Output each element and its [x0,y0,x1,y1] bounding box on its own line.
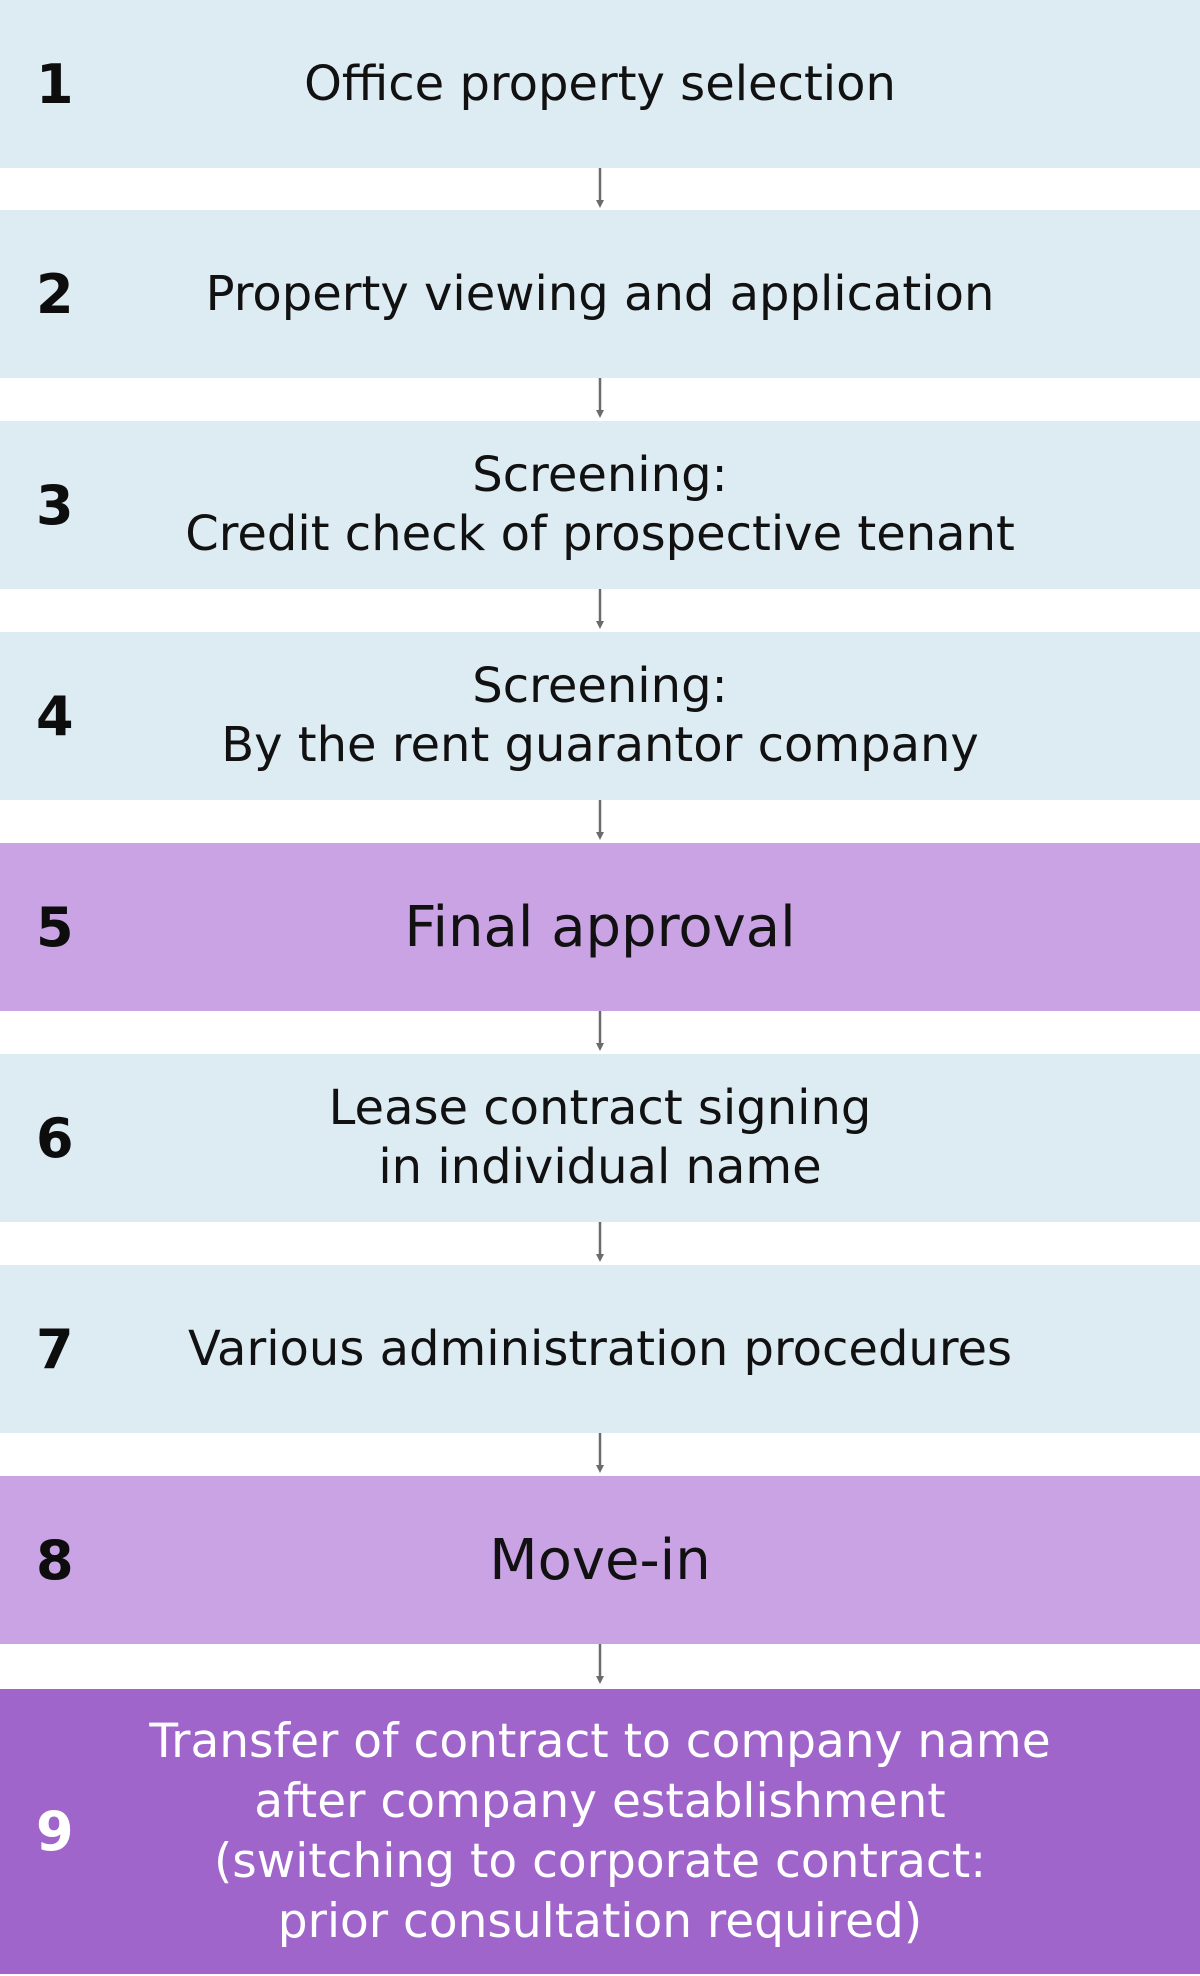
step-8: 8 Move-in [0,1476,1200,1644]
step-3: 3 Screening: Credit check of prospective… [0,421,1200,589]
step-label-line: Various administration procedures [187,1320,1013,1377]
down-arrow-icon [596,1222,604,1264]
step-1: 1 Office property selection [0,0,1200,168]
down-arrow-icon [596,589,604,631]
step-label-line: Lease contract signing [328,1080,872,1136]
step-label-line: in individual name [378,1139,822,1195]
step-label-line: Credit check of prospective tenant [185,506,1015,562]
step-label: Property viewing and application [0,210,1200,378]
step-label-line: Screening: [472,658,728,714]
step-label: Screening: By the rent guarantor company [0,632,1200,800]
step-label: Final approval [0,843,1200,1011]
step-number: 1 [36,52,74,116]
step-4: 4 Screening: By the rent guarantor compa… [0,632,1200,800]
step-label: Move-in [0,1476,1200,1644]
step-label: Transfer of contract to company name aft… [0,1689,1200,1974]
down-arrow-icon [596,378,604,420]
step-6: 6 Lease contract signing in individual n… [0,1054,1200,1222]
step-label-line: Screening: [472,447,728,503]
down-arrow-icon [596,1433,604,1475]
step-label: Various administration procedures [0,1265,1200,1433]
step-label: Office property selection [0,0,1200,168]
step-number: 2 [36,262,74,326]
step-label-line: Final approval [404,894,796,960]
step-label-line: prior consultation required) [277,1893,923,1949]
step-label-line: Office property selection [304,55,896,112]
step-label-line: (switching to corporate contract: [213,1833,987,1889]
step-number: 8 [36,1528,74,1592]
step-number: 3 [36,473,74,537]
step-number: 6 [36,1106,74,1170]
step-number: 4 [36,684,74,748]
step-9: 9 Transfer of contract to company name a… [0,1689,1200,1974]
step-label: Screening: Credit check of prospective t… [0,421,1200,589]
down-arrow-icon [596,1011,604,1053]
step-5: 5 Final approval [0,843,1200,1011]
step-2: 2 Property viewing and application [0,210,1200,378]
step-label-line: By the rent guarantor company [221,717,979,773]
down-arrow-icon [596,800,604,842]
step-7: 7 Various administration procedures [0,1265,1200,1433]
step-label: Lease contract signing in individual nam… [0,1054,1200,1222]
step-number: 5 [36,895,74,959]
step-label-line: Transfer of contract to company name [149,1713,1051,1769]
down-arrow-icon [596,1644,604,1686]
step-label-line: Move-in [489,1527,711,1593]
step-label-line: after company establishment [254,1773,946,1829]
step-label-line: Property viewing and application [205,265,995,322]
step-number: 7 [36,1317,74,1381]
down-arrow-icon [596,168,604,210]
step-number: 9 [36,1800,74,1863]
